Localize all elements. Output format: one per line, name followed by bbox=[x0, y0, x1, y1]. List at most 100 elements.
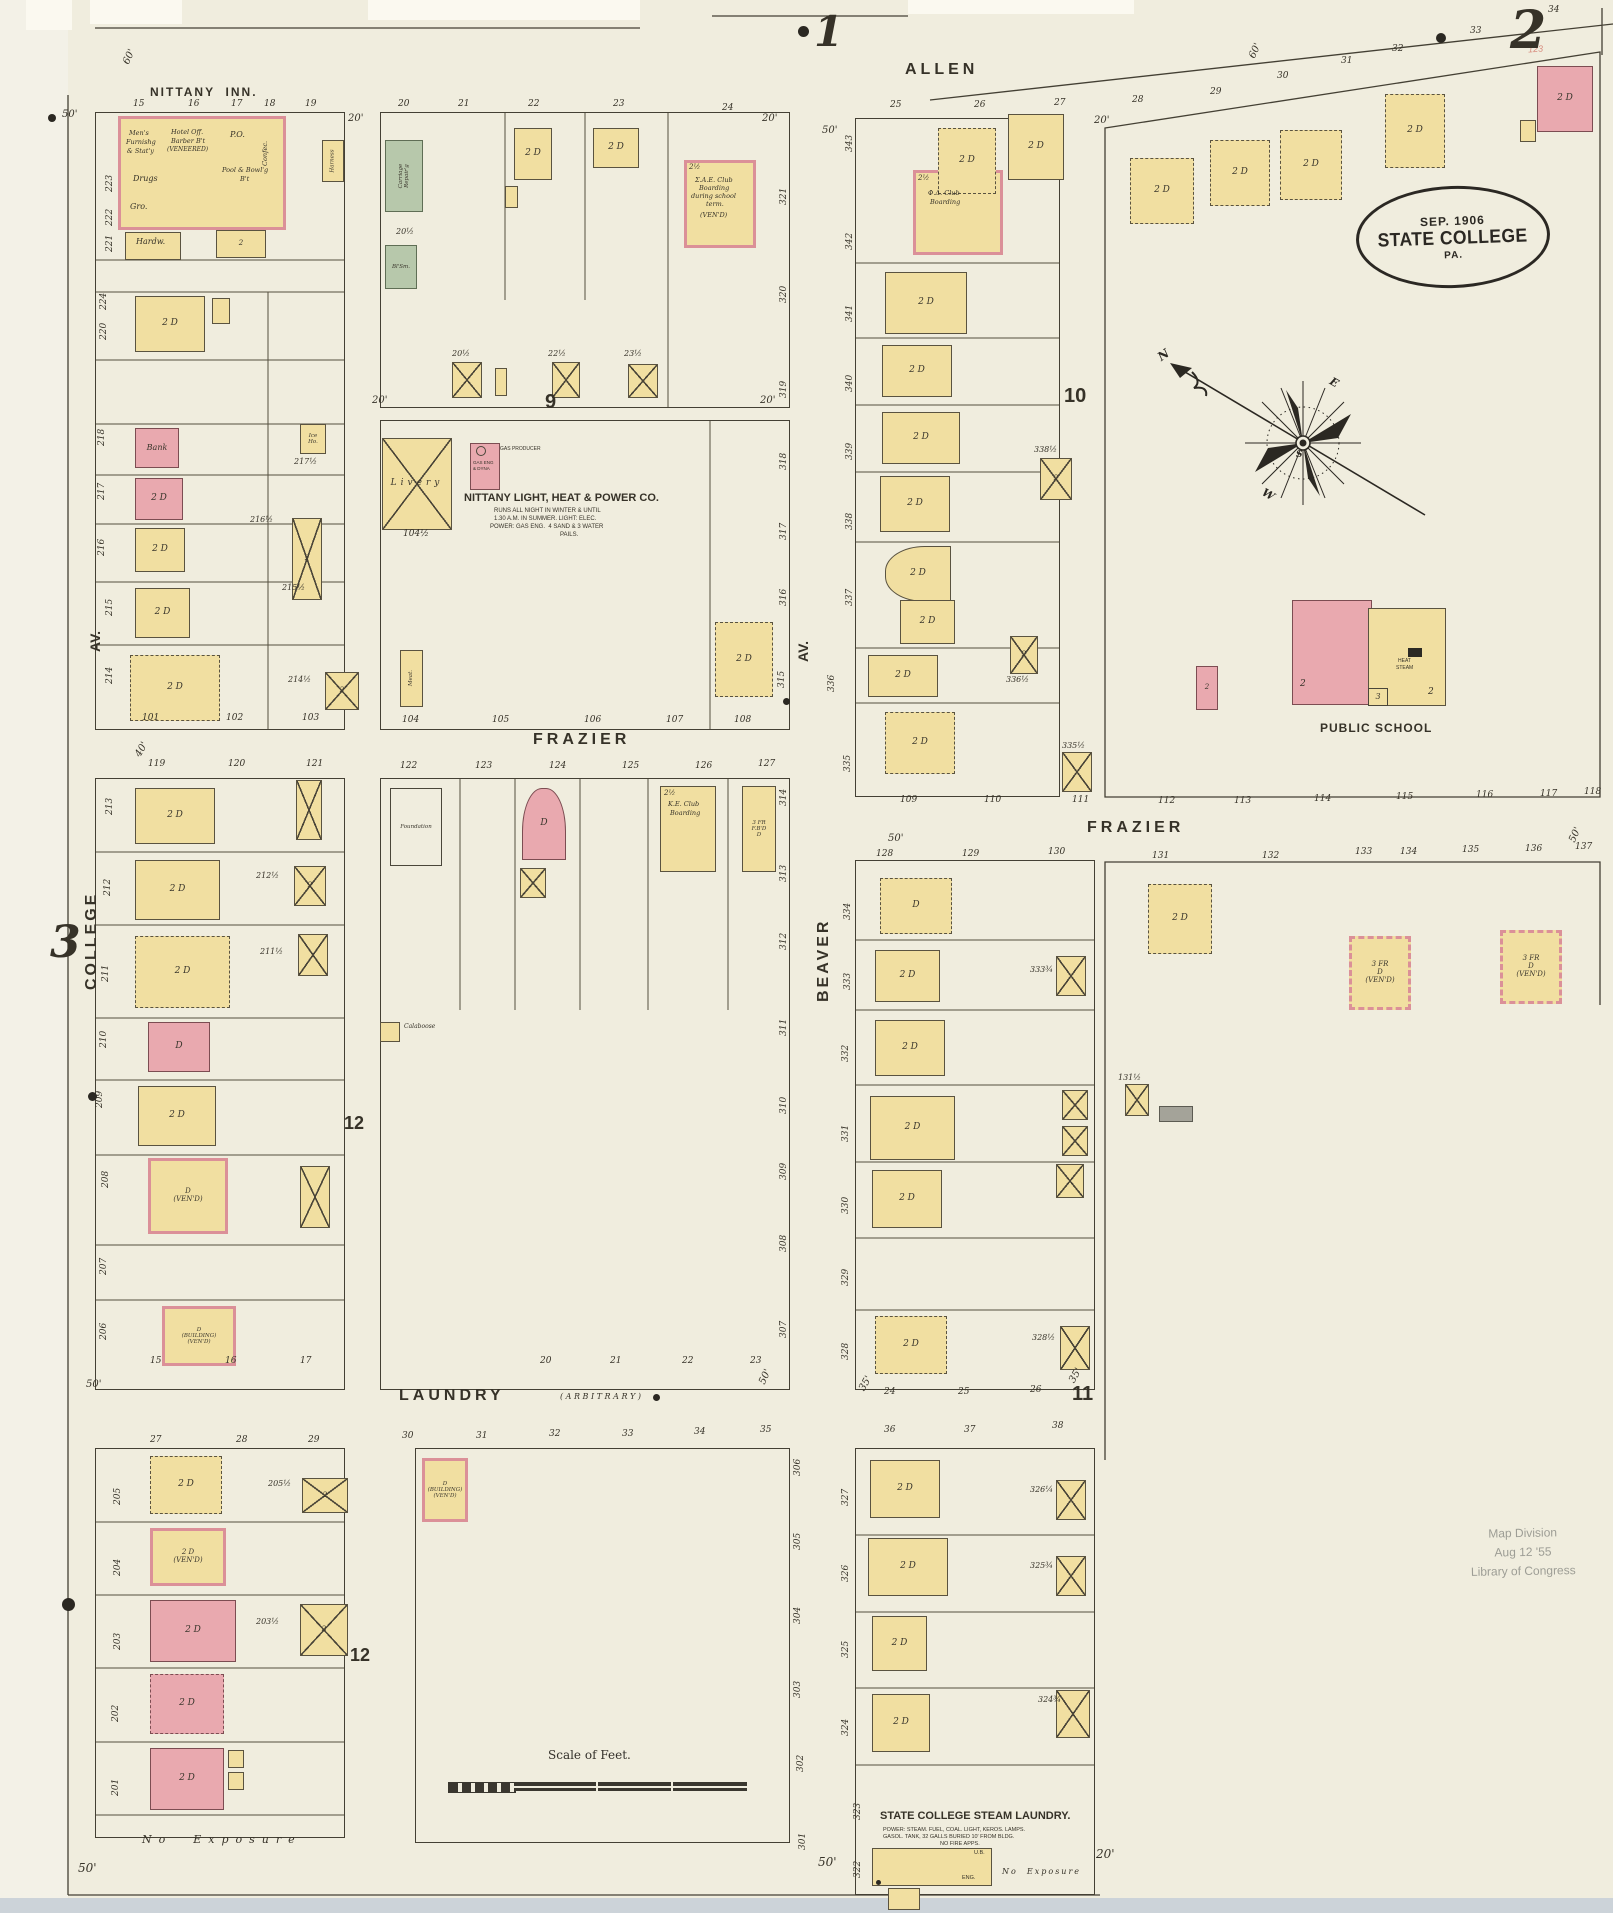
map-text: 335½ bbox=[1062, 741, 1086, 750]
map-text: 310 bbox=[779, 1096, 789, 1114]
city-block bbox=[415, 1448, 790, 1843]
survey-dot bbox=[62, 1598, 75, 1611]
crossed-shed-324 bbox=[1056, 1690, 1090, 1738]
map-text: 16 bbox=[188, 99, 200, 109]
map-text: 328 bbox=[841, 1342, 851, 1360]
map-text: 338 bbox=[845, 512, 855, 530]
map-text: Calaboose bbox=[404, 1023, 436, 1030]
map-text: 203 bbox=[113, 1632, 123, 1650]
map-city: STATE COLLEGE bbox=[1377, 224, 1529, 252]
map-text: 216 bbox=[97, 538, 107, 556]
map-text: Furnishg bbox=[126, 138, 156, 146]
dwelling-lot29: 2 D bbox=[1210, 140, 1270, 206]
map-text: 306 bbox=[793, 1458, 803, 1476]
map-text: 217½ bbox=[294, 457, 318, 466]
city-block bbox=[95, 778, 345, 1390]
crossed-barn-336-label: 2 bbox=[1021, 650, 1027, 659]
map-text: 31 bbox=[1341, 56, 1353, 66]
map-text: 36 bbox=[884, 1425, 896, 1435]
shed-lot21 bbox=[505, 186, 518, 208]
map-text: 317 bbox=[779, 522, 789, 540]
dwelling-lot27-label: 2 D bbox=[1028, 141, 1044, 152]
dwelling-330: 2 D bbox=[872, 1170, 942, 1228]
dwelling-330-label: 2 D bbox=[899, 1193, 915, 1204]
crossed-barn-338-label: 2 bbox=[1053, 474, 1059, 483]
map-title-oval: SEP. 1906 STATE COLLEGE PA. bbox=[1354, 182, 1552, 292]
map-text: 133 bbox=[1355, 847, 1373, 857]
crossed-barn-208 bbox=[300, 1166, 330, 1228]
school-annex-label: 3 bbox=[1375, 691, 1381, 701]
map-text: 205 bbox=[113, 1487, 123, 1505]
map-text: RUNS ALL NIGHT IN WINTER & UNTIL bbox=[494, 508, 601, 514]
dwelling-340-label: 2 D bbox=[913, 432, 929, 443]
map-text: 30 bbox=[1277, 71, 1289, 81]
scan-artifact bbox=[908, 0, 1134, 14]
map-text: 114 bbox=[1314, 794, 1332, 804]
map-text: 118 bbox=[1584, 787, 1602, 797]
dwelling-216-label: 2 D bbox=[152, 544, 168, 555]
map-text: 2½ bbox=[918, 174, 930, 182]
bank-label: Bank bbox=[146, 442, 168, 452]
dwelling-vend-136-label: 3 FR D (VEN'D) bbox=[1516, 954, 1546, 978]
city-block bbox=[855, 118, 1060, 797]
scale-tick-50 bbox=[596, 1782, 598, 1791]
boarding-3fr-label: 3 FR F.B'D D bbox=[751, 819, 767, 839]
ice-house: Ice Ho. bbox=[300, 424, 326, 454]
block-number-12a: 12 bbox=[344, 1113, 365, 1133]
map-text: 305 bbox=[793, 1532, 803, 1550]
compass-w-label: W bbox=[1259, 485, 1277, 504]
map-text: 343 bbox=[845, 134, 855, 152]
survey-dot bbox=[798, 26, 809, 37]
dwelling-325-label: 2 D bbox=[891, 1637, 908, 1648]
livery-stable-label: Livery bbox=[390, 478, 444, 489]
map-text: 212 bbox=[103, 878, 113, 896]
survey-dot bbox=[653, 1394, 660, 1401]
map-text: Gro. bbox=[130, 202, 148, 211]
map-text: 16 bbox=[225, 1356, 237, 1366]
crossed-shed-331a bbox=[1062, 1090, 1088, 1120]
dwelling-lot21: 2 D bbox=[514, 128, 552, 180]
map-text: 314 bbox=[779, 788, 789, 806]
crossed-shed-22 bbox=[552, 362, 580, 398]
map-text: 50' bbox=[78, 1861, 97, 1875]
map-text: 206 bbox=[99, 1322, 109, 1340]
map-text: & DYNA bbox=[473, 466, 490, 471]
map-text: 220 bbox=[99, 322, 109, 340]
map-text: 2 bbox=[1300, 679, 1306, 689]
map-text: 135 bbox=[1462, 845, 1480, 855]
city-block bbox=[855, 1448, 1095, 1895]
crossed-shed-326 bbox=[1056, 1480, 1086, 1520]
map-text: 208 bbox=[101, 1170, 111, 1188]
dwelling-333: 2 D bbox=[875, 950, 940, 1002]
meat-market: Meat. bbox=[400, 650, 423, 707]
crossed-barn-203: 2 bbox=[300, 1604, 348, 1656]
gas-producer-tank bbox=[476, 446, 486, 456]
page-left-margin bbox=[0, 0, 68, 1913]
scan-edge bbox=[0, 1898, 1613, 1913]
livery-stable: Livery bbox=[382, 438, 452, 530]
map-text: 311 bbox=[779, 1018, 789, 1036]
map-text: P.O. bbox=[230, 130, 245, 139]
crossed-barn-214-label: 2 bbox=[339, 686, 345, 695]
map-text: 50' bbox=[86, 1379, 102, 1390]
map-text: 309 bbox=[779, 1162, 789, 1180]
map-text: 113 bbox=[1234, 796, 1252, 806]
dwelling-216: 2 D bbox=[135, 528, 185, 572]
dwelling-lot26: 2 D bbox=[938, 128, 996, 194]
sae-club-house bbox=[684, 160, 756, 248]
map-text: 131 bbox=[1152, 851, 1170, 861]
dwelling-209: 2 D bbox=[138, 1086, 216, 1146]
crossed-shed-124 bbox=[520, 868, 546, 898]
map-text: 101 bbox=[142, 713, 160, 723]
dwelling-lot28-label: 2 D bbox=[1154, 185, 1170, 196]
map-text: 124 bbox=[549, 761, 567, 771]
map-text: 2½ bbox=[664, 789, 676, 797]
map-text: 33 bbox=[1470, 26, 1482, 36]
public-school-frame bbox=[1368, 608, 1446, 706]
map-text: 103 bbox=[302, 713, 320, 723]
map-text: 338½ bbox=[1034, 445, 1058, 454]
nittany-inn-name: NITTANY INN. bbox=[150, 85, 258, 99]
map-text: 22 bbox=[682, 1356, 694, 1366]
power-co-name: NITTANY LIGHT, HEAT & POWER CO. bbox=[464, 492, 659, 504]
map-text: 322 bbox=[853, 1860, 863, 1878]
